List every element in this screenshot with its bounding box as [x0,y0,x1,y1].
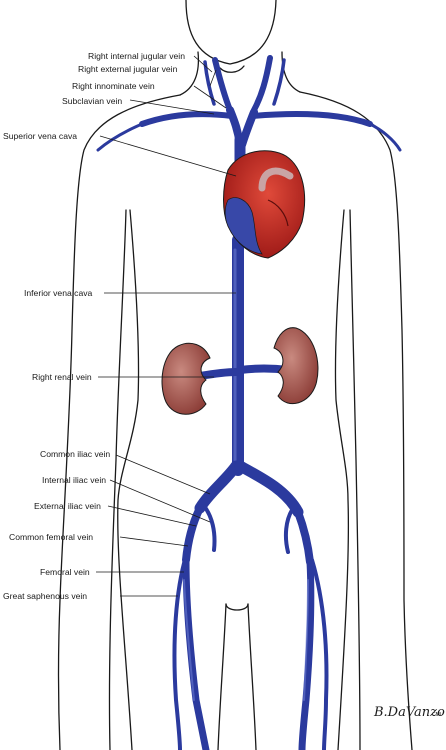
neck-left [179,51,200,96]
label-external-iliac-vein: External iliac vein [34,501,101,511]
leader-superior-vena-cava [99,135,237,177]
right-external-iliac-vein [182,504,204,564]
label-great-saphenous-vein: Great saphenous vein [3,591,87,601]
right-kidney [161,342,211,415]
leader-common-iliac [115,454,211,495]
label-subclavian-vein: Subclavian vein [62,96,122,106]
chin-line [219,65,245,73]
heart-chamber-detail [267,199,289,227]
left-great-saphenous-vein [310,558,329,750]
head-outline [185,0,277,65]
right-internal-jugular-vein [212,57,233,113]
left-kidney [273,327,319,405]
heart-right-side-blue [224,197,263,255]
heart [223,150,306,259]
right-great-saphenous-vein [172,554,188,750]
label-superior-vena-cava: Superior vena cava [3,131,77,141]
leader-right-internal-jugular [193,55,213,73]
inner-leg-right [247,603,257,750]
leader-right-innominate [193,85,227,109]
label-inferior-vena-cava: Inferior vena cava [24,288,93,298]
left-external-iliac-vein [294,508,314,566]
label-femoral-vein: Femoral vein [40,567,90,577]
labels: Right internal jugular vein Right extern… [3,51,185,601]
right-subclavian-vein [139,111,235,127]
label-right-external-jugular-vein: Right external jugular vein [78,64,178,74]
right-renal-vein [196,368,240,380]
inner-leg-left [217,603,227,750]
right-external-jugular-vein [203,60,216,106]
left-common-iliac-vein [234,460,304,518]
right-femoral-vein [182,556,210,750]
left-femoral-vein [298,558,315,750]
leader-common-femoral [119,536,189,547]
left-external-jugular-vein [272,58,286,106]
left-internal-iliac-vein [283,508,294,554]
body-outline [57,0,413,750]
right-internal-iliac-vein [202,504,217,552]
right-arm-vein [96,122,144,152]
label-common-iliac-vein: Common iliac vein [40,449,110,459]
signature-credential: CMI [432,712,441,718]
right-torso [334,209,350,750]
left-arm-inner [108,209,127,750]
right-arm-inner [349,209,361,750]
leader-lines [96,55,237,597]
aortic-arch [258,167,294,192]
label-right-renal-vein: Right renal vein [32,372,92,382]
left-torso [117,209,140,750]
crotch-line [225,603,249,611]
left-internal-jugular-vein [251,55,273,113]
label-right-internal-jugular-vein: Right internal jugular vein [88,51,185,61]
left-subclavian-vein [249,111,373,127]
label-right-innominate-vein: Right innominate vein [72,81,155,91]
signature-name: B.DaVanzo [373,705,445,720]
leader-internal-iliac [109,479,211,523]
label-internal-iliac-vein: Internal iliac vein [42,475,106,485]
right-shoulder-arm-outer [299,91,413,750]
artist-signature: B.DaVanzo CMI [373,705,445,720]
venous-network [96,55,402,750]
kidneys [161,327,319,415]
left-shoulder-arm-outer [57,94,181,750]
leader-external-iliac [107,505,197,527]
leader-subclavian [129,99,215,115]
left-arm-vein [368,122,402,152]
leader-right-external-jugular [209,69,217,87]
right-common-iliac-vein [194,460,242,514]
leg-vein-highlights [183,579,309,701]
label-common-femoral-vein: Common femoral vein [9,532,93,542]
neck-right [281,51,301,93]
